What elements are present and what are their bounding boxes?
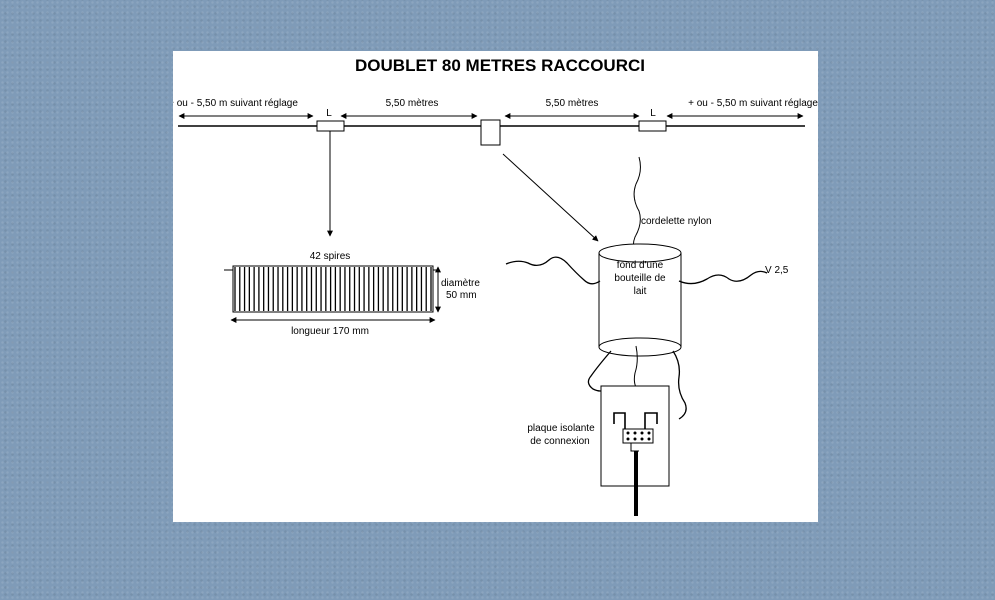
- diameter-label: diamètre: [441, 278, 480, 289]
- loading-coil-right: [638, 120, 667, 132]
- diameter-value: 50 mm: [446, 290, 477, 301]
- diagram-title: DOUBLET 80 METRES RACCOURCI: [355, 56, 645, 75]
- left-adjust-label: + ou - 5,50 m suivant réglage: [173, 98, 298, 109]
- center-insulator: [480, 119, 501, 146]
- terminal-screws: [626, 431, 651, 441]
- right-adjust-label: + ou - 5,50 m suivant réglage: [688, 98, 818, 109]
- bottle-label-1: fond d'une: [617, 260, 664, 271]
- plate-wire-right: [644, 412, 658, 431]
- coil-left-label: L: [326, 108, 332, 119]
- cable-left: [505, 256, 601, 285]
- wire-left-loop: [587, 350, 612, 392]
- bottle-label-3: lait: [634, 286, 647, 297]
- right-center-label: 5,50 mètres: [546, 98, 599, 109]
- plate-wire-left: [613, 412, 626, 431]
- wire-right-loop: [672, 350, 687, 420]
- bottle-bottom: [598, 243, 682, 357]
- diagram-sheet: DOUBLET 80 METRES RACCOURCI + ou - 5,50 …: [173, 51, 818, 522]
- plate-label-1: plaque isolante: [527, 423, 595, 434]
- left-center-label: 5,50 mètres: [386, 98, 439, 109]
- nylon-cord: [632, 156, 641, 257]
- plate-label-2: de connexion: [530, 436, 590, 447]
- coil-detail: [224, 265, 437, 313]
- length-label: longueur 170 mm: [291, 326, 369, 337]
- cable-right: [678, 270, 768, 285]
- antenna-diagram: DOUBLET 80 METRES RACCOURCI + ou - 5,50 …: [173, 56, 818, 516]
- bottle-label-2: bouteille de: [614, 273, 666, 284]
- cord-label: cordelette nylon: [641, 216, 712, 227]
- coil-right-label: L: [650, 108, 656, 119]
- center-cord: [633, 345, 638, 390]
- loading-coil-left: [316, 120, 345, 132]
- turns-label: 42 spires: [310, 251, 351, 262]
- cable-label: V 2,5: [765, 265, 789, 276]
- bottle-detail-arrow: [502, 153, 599, 242]
- terminal-block: [622, 428, 654, 444]
